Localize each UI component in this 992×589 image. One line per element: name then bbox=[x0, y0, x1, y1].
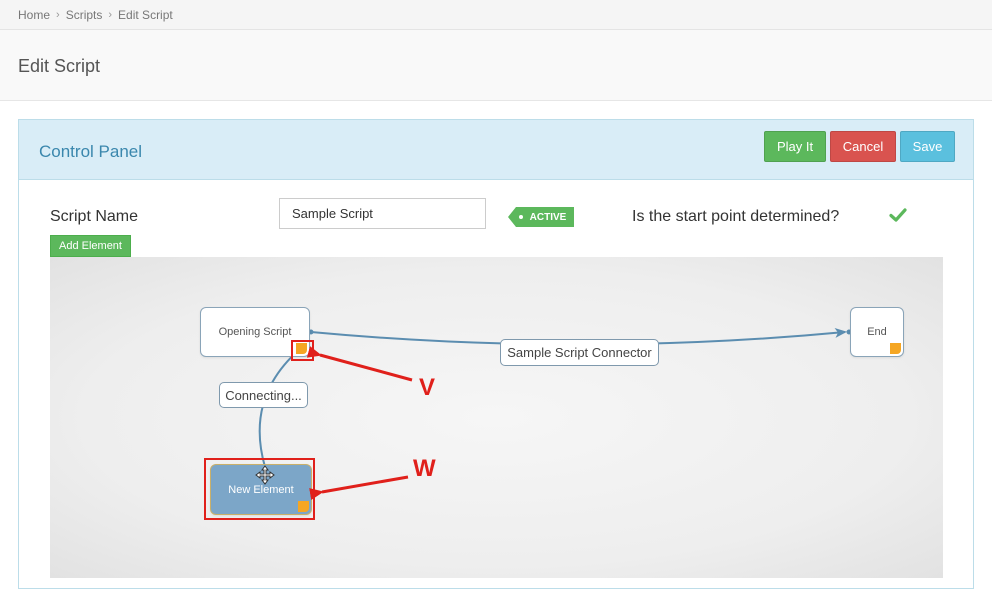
connection-handle[interactable] bbox=[890, 343, 901, 354]
control-panel-header: Control Panel Play It Cancel Save bbox=[19, 120, 973, 180]
status-badge: ACTIVE bbox=[508, 207, 574, 227]
breadcrumb: Home › Scripts › Edit Script bbox=[18, 8, 173, 22]
breadcrumb-separator: › bbox=[56, 8, 60, 21]
annotation-label-w: W bbox=[413, 455, 436, 482]
control-panel-title: Control Panel bbox=[39, 142, 143, 161]
play-it-button[interactable]: Play It bbox=[764, 131, 826, 162]
save-button[interactable]: Save bbox=[900, 131, 955, 162]
node-new-element[interactable]: New Element bbox=[210, 464, 312, 515]
breadcrumb-home[interactable]: Home bbox=[18, 7, 51, 22]
add-element-button[interactable]: Add Element bbox=[50, 235, 131, 257]
connector-label-sample[interactable]: Sample Script Connector bbox=[500, 339, 659, 366]
move-cursor-layer bbox=[255, 465, 275, 485]
script-name-input[interactable] bbox=[279, 198, 486, 229]
diagram-canvas[interactable]: Opening Script End New Element Sample Sc… bbox=[50, 257, 943, 578]
connector-label-connecting[interactable]: Connecting... bbox=[219, 382, 308, 408]
connection-handle[interactable] bbox=[298, 501, 309, 512]
node-label: New Element bbox=[228, 483, 294, 496]
connection-handle[interactable] bbox=[296, 343, 307, 354]
cancel-button[interactable]: Cancel bbox=[830, 131, 896, 162]
breadcrumb-scripts[interactable]: Scripts bbox=[65, 7, 103, 22]
check-icon bbox=[889, 208, 907, 222]
breadcrumb-edit-script[interactable]: Edit Script bbox=[118, 7, 173, 22]
node-label: Opening Script bbox=[218, 326, 292, 338]
highlight-box-v bbox=[291, 340, 314, 361]
start-point-question: Is the start point determined? bbox=[632, 208, 840, 225]
page-title: Edit Script bbox=[18, 56, 101, 76]
annotation-label-v: V bbox=[419, 374, 436, 401]
highlight-box-w bbox=[204, 458, 315, 520]
node-end[interactable]: End bbox=[850, 307, 904, 357]
breadcrumb-separator: › bbox=[108, 8, 113, 21]
node-label: End bbox=[867, 326, 887, 338]
script-name-label: Script Name bbox=[50, 208, 139, 225]
page-header: Edit Script bbox=[0, 30, 992, 101]
breadcrumb-bar: Home › Scripts › Edit Script bbox=[0, 0, 992, 30]
move-cursor-icon bbox=[255, 465, 275, 485]
